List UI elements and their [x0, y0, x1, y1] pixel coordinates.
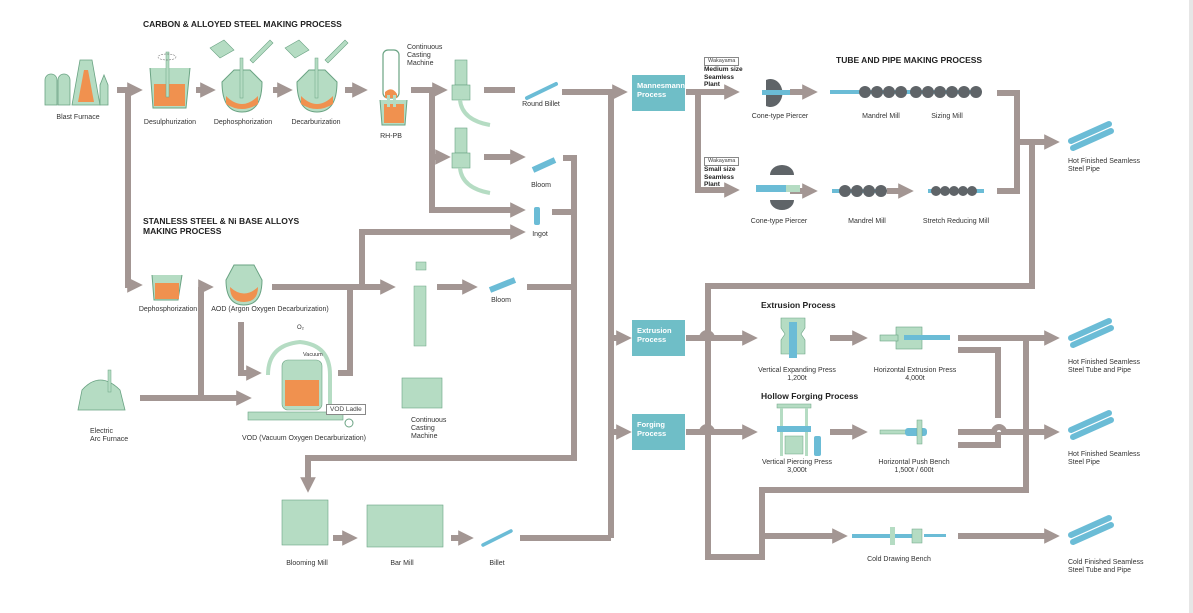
- ingot-label: Ingot: [532, 231, 548, 238]
- horizontal-extrusion-press-icon: [879, 326, 950, 350]
- stainless-process-title: STANLESS STEEL & Ni BASE ALLOYS MAKING P…: [143, 216, 300, 236]
- flow-line: [958, 432, 1001, 448]
- billet-label: Billet: [489, 560, 505, 567]
- stainless-bloom-label: Bloom: [491, 297, 511, 304]
- small-piercer-icon: [756, 165, 800, 210]
- cold-drawing-bench-icon: [852, 527, 946, 545]
- mandrel-sizing-mill-icon: [830, 86, 982, 98]
- desulphurization-ladle-icon: [149, 51, 191, 109]
- rh-pb-vessel-icon: [379, 49, 408, 126]
- small-plant-label: Small size Seamless Plant: [704, 166, 736, 188]
- desulphurization-label: Desulphurization: [143, 119, 197, 126]
- hollow-forging-process-title: Hollow Forging Process: [761, 391, 859, 401]
- vacuum-label: Vacuum: [303, 352, 323, 358]
- hot-pipe-2-label: Hot Finished Seamless Steel Pipe: [1068, 451, 1140, 466]
- stainless-ladle-icon: [151, 274, 183, 301]
- cone-piercer-1-label: Cone-type Piercer: [751, 113, 809, 120]
- vod-ladle-label: VOD Ladle: [326, 404, 366, 415]
- hot-pipe-2-icon: [1068, 410, 1114, 440]
- hot-pipe-icon: [1068, 121, 1114, 151]
- hot-pipe-label: Hot Finished Seamless Steel Pipe: [1068, 158, 1140, 173]
- stretch-reducing-mill-icon: [928, 186, 984, 196]
- flow-arrow: [359, 224, 526, 287]
- hot-tube-pipe-icon: [1068, 318, 1114, 348]
- flow-arrow: [686, 330, 758, 346]
- vod-label: VOD (Vacuum Oxygen Decarburization): [242, 435, 366, 442]
- billet-icon: [481, 529, 513, 547]
- flow-arrow: [125, 90, 143, 293]
- flow-lines: [117, 82, 1060, 560]
- mandrel-mill-2-label: Mandrel Mill: [848, 218, 886, 225]
- forging-process-box[interactable]: Forging Process: [632, 414, 685, 450]
- hot-tube-pipe-label: Hot Finished Seamless Steel Tube and Pip…: [1068, 359, 1140, 374]
- flow-line: [338, 287, 353, 376]
- cone-piercer-2-label: Cone-type Piercer: [750, 218, 808, 225]
- horizontal-push-bench-label: Horizontal Push Bench 1,500t / 600t: [878, 459, 950, 474]
- extrusion-process-box[interactable]: Extrusion Process: [632, 320, 685, 356]
- flow-arrow: [695, 92, 740, 198]
- electric-arc-furnace-label: Electric Arc Furnace: [90, 428, 129, 443]
- flow-arrow: [300, 155, 577, 493]
- mandrel-mill-1-label: Mandrel Mill: [862, 113, 900, 120]
- rh-pb-label: RH-PB: [380, 133, 402, 140]
- cold-tube-pipe-label: Cold Finished Seamless Steel Tube and Pi…: [1068, 559, 1144, 574]
- horizontal-push-bench-icon: [879, 419, 927, 445]
- vertical-expanding-press-label: Vertical Expanding Press 1,200t: [758, 367, 836, 382]
- horizontal-extrusion-press-label: Horizontal Extrusion Press 4,000t: [873, 367, 957, 382]
- flow-arrow: [429, 90, 526, 218]
- stainless-continuous-casting-label: Continuous Casting Machine: [411, 417, 447, 440]
- bar-mill-label: Bar Mill: [390, 560, 414, 567]
- dephosphorization-converter-icon: [209, 39, 274, 113]
- flow-arrow: [686, 424, 758, 440]
- flow-line: [958, 347, 1001, 418]
- cold-drawing-bench-label: Cold Drawing Bench: [867, 556, 931, 563]
- blooming-mill-label: Blooming Mill: [286, 560, 328, 567]
- vertical-piercing-press-icon: [776, 403, 821, 456]
- small-mandrel-mill-icon: [832, 185, 887, 197]
- vertical-piercing-press-label: Vertical Piercing Press 3,000t: [761, 459, 833, 474]
- o2-label: O₂: [297, 325, 304, 331]
- round-billet-label: Round Billet: [522, 101, 560, 108]
- decarburization-label: Decarburization: [291, 119, 341, 126]
- blast-furnace-label: Blast Furnace: [56, 114, 100, 121]
- dephosphorization-label: Dephosphorization: [213, 119, 273, 126]
- stainless-continuous-casting-icon: [401, 261, 443, 409]
- round-billet-icon: [525, 82, 558, 100]
- stainless-dephosphorization-label: Dephosphorization: [138, 306, 198, 313]
- flow-line: [705, 142, 1035, 560]
- decarburization-converter-icon: [284, 39, 349, 113]
- aod-converter-icon: [225, 264, 263, 306]
- sizing-mill-label: Sizing Mill: [931, 113, 963, 120]
- blast-furnace-icon: [44, 59, 109, 106]
- carbon-process-title: CARBON & ALLOYED STEEL MAKING PROCESS: [143, 19, 342, 29]
- medium-plant-location-tag: Wakayama: [704, 57, 740, 66]
- bloom-icon: [531, 157, 557, 173]
- aod-label: AOD (Argon Oxygen Decarburization): [211, 306, 329, 313]
- continuous-casting-machine-icon: [451, 59, 491, 195]
- medium-plant-label: Medium size Seamless Plant: [704, 66, 743, 88]
- flow-arrow: [238, 322, 262, 381]
- bar-mill-icon: [366, 504, 444, 548]
- tube-process-title: TUBE AND PIPE MAKING PROCESS: [836, 55, 983, 65]
- stainless-bloom-icon: [488, 277, 517, 293]
- small-plant-location-tag: Wakayama: [704, 157, 740, 166]
- continuous-casting-label: Continuous Casting Machine: [407, 44, 443, 67]
- mannesmann-process-box[interactable]: Mannesmann Process: [632, 75, 685, 111]
- flow-arrow: [958, 424, 1060, 440]
- bloom-label: Bloom: [531, 182, 551, 189]
- stretch-reducing-mill-label: Stretch Reducing Mill: [922, 218, 990, 225]
- vertical-expanding-press-icon: [780, 317, 806, 358]
- flow-line: [997, 90, 1020, 194]
- vod-vessel-icon: [247, 339, 354, 428]
- scrollbar[interactable]: [1189, 0, 1193, 613]
- ingot-icon: [534, 207, 540, 225]
- mannesmann-piercer-icon: [762, 79, 790, 108]
- cold-tube-pipe-icon: [1068, 515, 1114, 545]
- extrusion-process-title: Extrusion Process: [761, 300, 836, 310]
- electric-arc-furnace-icon: [77, 369, 126, 411]
- blooming-mill-icon: [281, 499, 329, 546]
